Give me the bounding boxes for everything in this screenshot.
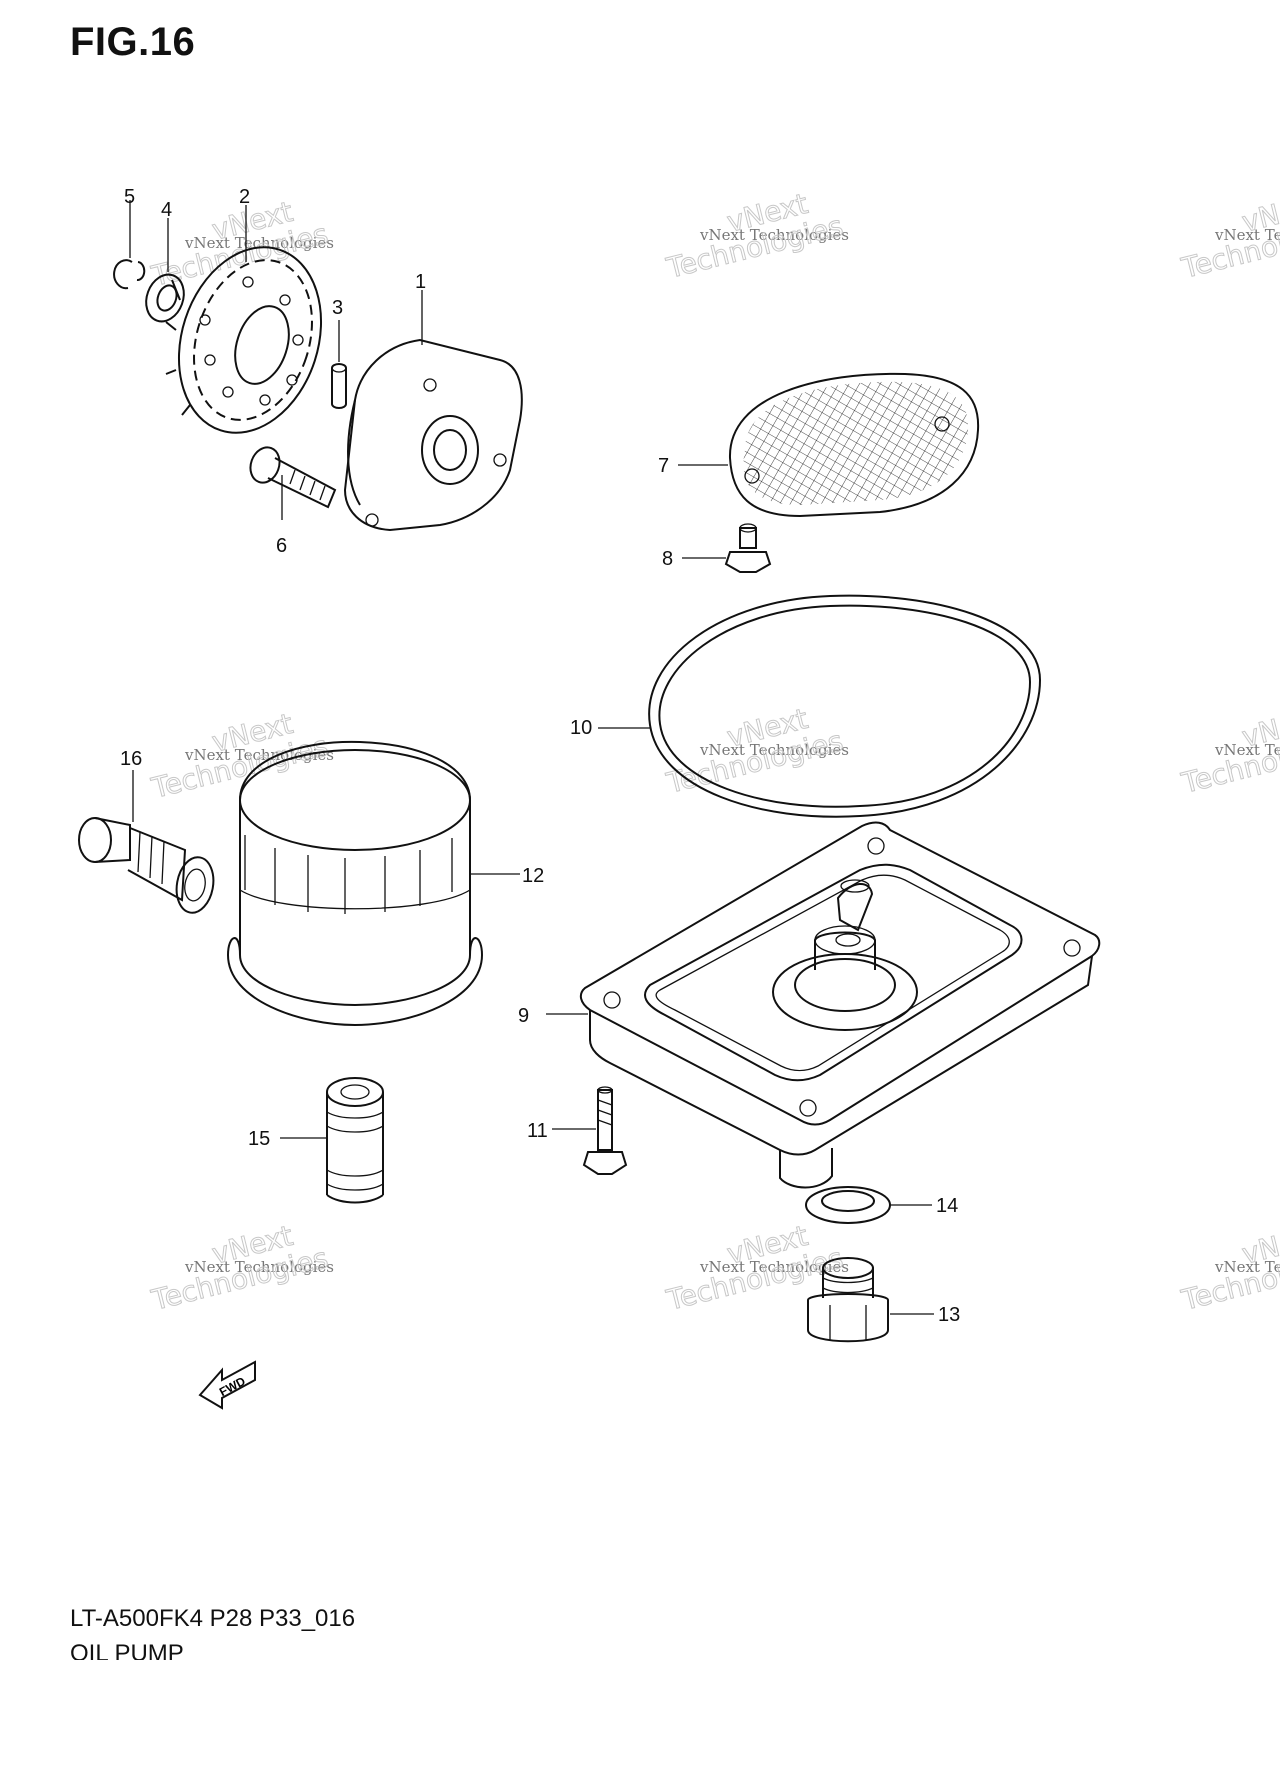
part-8-bolt (682, 523, 772, 573)
part-16-pressure-switch (78, 770, 215, 914)
watermark: vNext Technologies vNext Technologies (662, 186, 849, 285)
watermark: vNext Technologies vNext Technologies (662, 1218, 849, 1317)
watermark-text: vNext Technologies (699, 741, 849, 759)
part-2-gear (165, 205, 323, 434)
callout-3: 3 (332, 297, 343, 319)
watermark-text: vNext Technologies (699, 226, 849, 244)
part-10-gasket (598, 594, 1042, 818)
part-14-washer (805, 1186, 932, 1224)
part-7-oil-strainer (678, 372, 980, 518)
part-11-bolt (552, 1086, 628, 1175)
watermark: vNext Technologies vNext Technologies (1177, 186, 1280, 285)
callout-2: 2 (239, 186, 250, 208)
callout-10: 10 (570, 717, 592, 739)
callout-5: 5 (124, 186, 135, 208)
part-13-drain-plug (807, 1257, 934, 1343)
callout-labels: 5 4 2 3 1 6 7 8 10 16 12 9 15 11 14 13 (120, 186, 960, 1326)
watermark: vNext Technologies vNext Technologies (1177, 701, 1280, 800)
watermark: vNext Technologies vNext Technologies (147, 1218, 334, 1317)
callout-8: 8 (662, 548, 673, 570)
callout-1: 1 (415, 271, 426, 293)
callout-9: 9 (518, 1005, 529, 1027)
section-name: OIL PUMP (70, 1640, 184, 1660)
part-3-pin (331, 320, 347, 409)
callout-7: 7 (658, 455, 669, 477)
fwd-arrow: FWD (198, 1360, 256, 1410)
watermark-text: vNext Technologies (1214, 1258, 1280, 1276)
watermark-text: vNext Technologies (184, 1258, 334, 1276)
part-12-oil-filter (226, 740, 520, 1027)
part-5-circlip (113, 200, 146, 290)
part-9-oil-pan (546, 821, 1101, 1189)
watermark-text: vNext Technologies (184, 746, 334, 764)
part-15-union (280, 1077, 384, 1204)
callout-4: 4 (161, 199, 172, 221)
callout-12: 12 (522, 865, 544, 887)
callout-16: 16 (120, 748, 142, 770)
part-4-washer (145, 218, 185, 323)
figure-title: FIG.16 (70, 20, 196, 64)
watermark: vNext Technologies vNext Technologies (1177, 1218, 1280, 1317)
callout-6: 6 (276, 535, 287, 557)
watermark-text: vNext Technologies (699, 1258, 849, 1276)
part-1-oil-pump (343, 290, 523, 532)
part-6-bolt (249, 446, 337, 520)
watermark-text: vNext Technologies (184, 234, 334, 252)
callout-11: 11 (527, 1120, 548, 1142)
watermark: vNext Technologies vNext Technologies (662, 701, 849, 800)
callout-14: 14 (936, 1195, 958, 1217)
watermark: vNext Technologies vNext Technologies (147, 194, 334, 293)
watermark-text: vNext Technologies (1214, 741, 1280, 759)
model-code: LT-A500FK4 P28 P33_016 (70, 1605, 356, 1632)
callout-15: 15 (248, 1128, 270, 1150)
callout-13: 13 (938, 1304, 960, 1326)
watermark-text: vNext Technologies (1214, 226, 1280, 244)
